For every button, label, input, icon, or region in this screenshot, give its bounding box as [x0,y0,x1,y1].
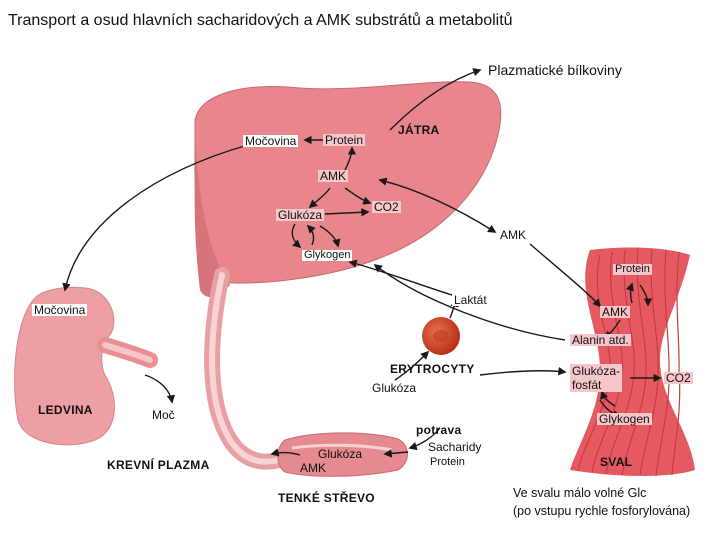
intestine-glucose-label: Glukóza [318,447,363,461]
liver-protein-label: Protein [323,133,366,147]
arrow-lactate-to-liver [348,259,456,297]
arrow-muscle-amk-to-protein [625,282,634,304]
arrow-glucose-to-glycogen [291,223,302,249]
glucose-phosphate-line2: fosfát [572,378,602,392]
liver-lobe [194,150,230,297]
food-label: potrava [416,423,462,437]
urine-label: Moč [152,408,175,422]
arrow-glycogen-to-glucose [306,224,316,246]
muscle-note: Ve svalu málo volné Glc (po vstupu rychl… [513,484,690,520]
plasma-proteins-label: Plazmatické bílkoviny [488,62,622,78]
blood-plasma-label: KREVNÍ PLAZMA [107,458,210,472]
liver-amk-label: AMK [318,169,349,183]
liver-glycogen-label: Glykogen [302,249,353,261]
arrow-glycogen-to-g6p [600,390,616,407]
arrow-glucose-to-liver-out [319,225,341,248]
intestine-label: TENKÉ STŘEVO [278,491,375,505]
kidney-label: LEDVINA [38,403,93,417]
arrow-amk-to-protein [344,146,357,171]
intestine-shape [277,432,408,477]
muscle-glycogen-label: Glykogen [597,412,652,426]
intestine-amk-label: AMK [300,461,327,475]
note-line1: Ve svalu málo volné Glc [513,486,647,500]
arrow-blood-glucose-to-muscle [479,366,567,376]
intestine-protein-label: Protein [428,456,467,468]
arrow-protein-to-plasma-proteins [389,68,482,131]
blood-amk-label: AMK [500,228,527,242]
liver-urea-label: Močovina [243,134,299,148]
muscle-protein-label: Protein [613,263,652,275]
arrow-food-to-intestine [408,427,441,451]
muscle-co2-label: CO2 [664,371,693,385]
arrow-glucose-to-co2 [324,208,370,217]
alanine-label: Alanin atd. [570,333,631,347]
erythrocytes-label: ERYTROCYTY [390,362,475,376]
arrow-blood-amk-to-muscle [529,243,602,308]
arrow-carbs-to-glucose [383,449,409,458]
kidney-urea-label: Močovina [32,303,88,317]
arrow-amk-to-co2 [344,187,372,205]
liver-co2-label: CO2 [372,200,401,214]
arrow-amk-to-glucose [308,187,331,209]
blood-glucose-label: Glukóza [370,381,419,395]
lactate-label: Laktát [452,293,489,307]
arrow-intestine-to-portal [270,448,301,457]
arrow-alanine-to-liver [373,263,566,341]
kidney-shape [14,286,115,446]
arrow-muscle-protein-to-amk [639,284,653,307]
arrow-urea-to-kidney [62,144,249,292]
arrow-liver-amk-to-blood [378,177,497,233]
page-title: Transport a osud hlavních sacharidových … [8,12,513,29]
glucose-phosphate-line1: Glukóza- [572,364,621,378]
muscle-amk-label: AMK [600,305,631,319]
arrow-glucose-to-rbc [394,350,430,381]
glucose-phosphate-label: Glukóza- fosfát [570,364,623,392]
liver-glucose-label: Glukóza [276,208,325,222]
carbohydrates-label: Sacharidy [426,440,484,454]
liver-label: JÁTRA [398,123,440,137]
note-line2: (po vstupu rychle fosforylována) [513,504,691,518]
arrow-kidney-to-urine [144,374,176,404]
muscle-label: SVAL [600,455,633,469]
